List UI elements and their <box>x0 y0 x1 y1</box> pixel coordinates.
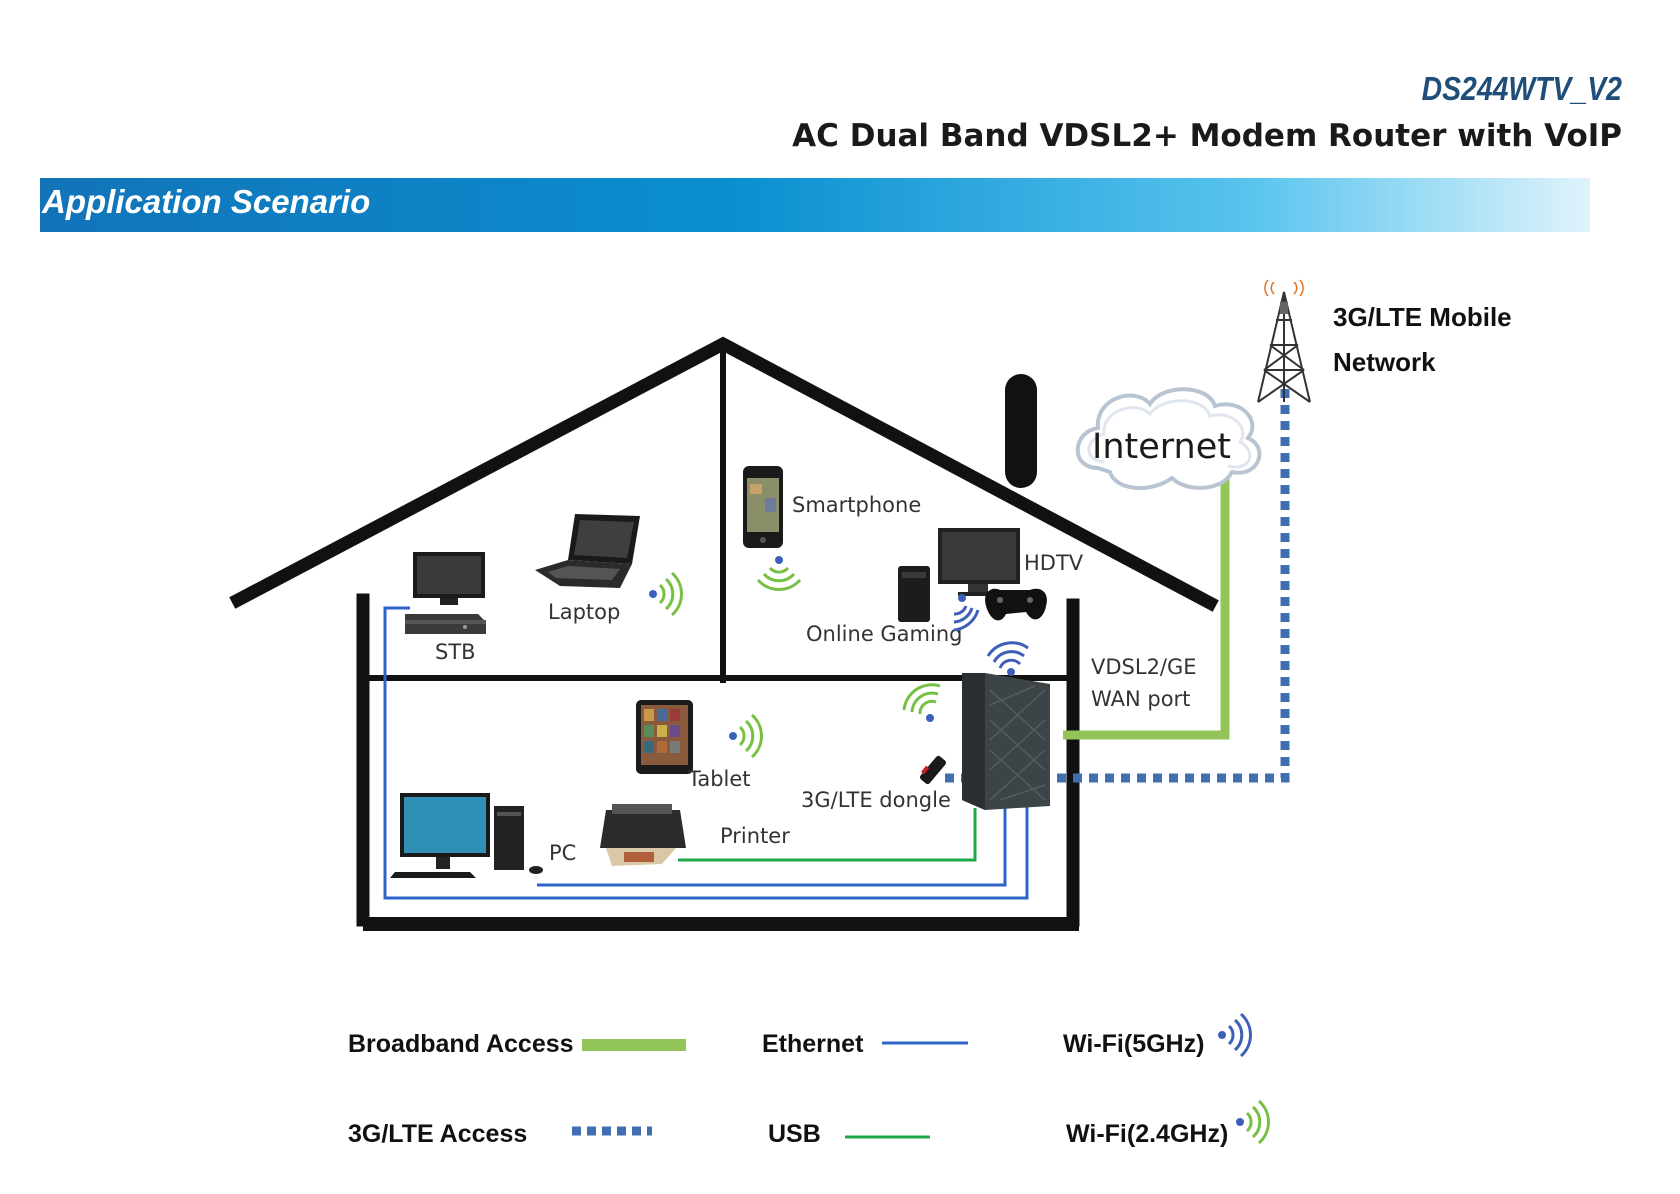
tv-icon <box>413 552 485 605</box>
pc-icon <box>390 793 543 878</box>
legend-usb-label: USB <box>768 1120 821 1148</box>
usb-line <box>678 808 977 862</box>
hdtv-icon <box>938 528 1020 596</box>
gamepad-icon <box>985 588 1047 621</box>
wan-label-line1: VDSL2/GE <box>1091 655 1197 679</box>
legend-wifi5-label: Wi-Fi(5GHz) <box>1063 1030 1204 1058</box>
online-gaming-label: Online Gaming <box>806 622 963 646</box>
laptop-label: Laptop <box>548 600 620 624</box>
stb-icon <box>405 614 486 634</box>
section-banner: Application Scenario <box>40 178 1590 232</box>
legend-ethernet-label: Ethernet <box>762 1030 864 1058</box>
legend-wifi24-label: Wi-Fi(2.4GHz) <box>1066 1120 1228 1148</box>
product-title: AC Dual Band VDSL2+ Modem Router with Vo… <box>792 118 1622 154</box>
usb-dongle-icon <box>919 755 947 785</box>
internet-label: Internet <box>1092 427 1231 467</box>
wifi-5ghz-icon <box>1218 1012 1252 1058</box>
wifi-24ghz-icon <box>756 556 802 591</box>
legend-broadband-label: Broadband Access <box>348 1030 574 1058</box>
house-outline <box>229 336 1219 931</box>
cell-tower-icon <box>1257 279 1311 403</box>
pc-label: PC <box>549 841 576 865</box>
wifi-24ghz-icon <box>649 571 683 617</box>
chimney <box>1005 374 1037 488</box>
tablet-icon <box>636 700 693 774</box>
stb-label: STB <box>435 640 476 664</box>
printer-label: Printer <box>720 824 790 848</box>
mobile-network-label-line1: 3G/LTE Mobile <box>1333 302 1512 332</box>
lte-dotted-line <box>945 388 1290 783</box>
ethernet-lines <box>383 606 1029 900</box>
wifi-24ghz-icon <box>1236 1099 1270 1145</box>
wifi-24ghz-icon <box>902 683 941 722</box>
wifi-24ghz-icon <box>729 713 763 759</box>
mobile-network-label-line2: Network <box>1333 347 1436 377</box>
wan-label-line2: WAN port <box>1091 687 1190 711</box>
model-number: DS244WTV_V2 <box>1421 70 1622 107</box>
tablet-label: Tablet <box>687 767 751 791</box>
dongle-label: 3G/LTE dongle <box>801 788 951 812</box>
wifi-5ghz-icon <box>953 594 980 632</box>
wifi-5ghz-icon <box>986 641 1029 676</box>
legend-lte-label: 3G/LTE Access <box>348 1120 527 1148</box>
game-console-icon <box>898 566 930 622</box>
legend: Broadband Access Ethernet Wi-Fi(5GHz) 3G… <box>348 1012 1270 1148</box>
broadband-line <box>1063 470 1230 740</box>
laptop-icon <box>535 514 640 588</box>
smartphone-icon <box>743 466 783 548</box>
printer-icon <box>600 804 686 866</box>
smartphone-label: Smartphone <box>792 493 921 517</box>
hdtv-label: HDTV <box>1024 551 1084 575</box>
section-title: Application Scenario <box>42 183 371 220</box>
router-icon <box>962 673 1050 810</box>
internet-cloud-icon <box>1075 387 1262 490</box>
